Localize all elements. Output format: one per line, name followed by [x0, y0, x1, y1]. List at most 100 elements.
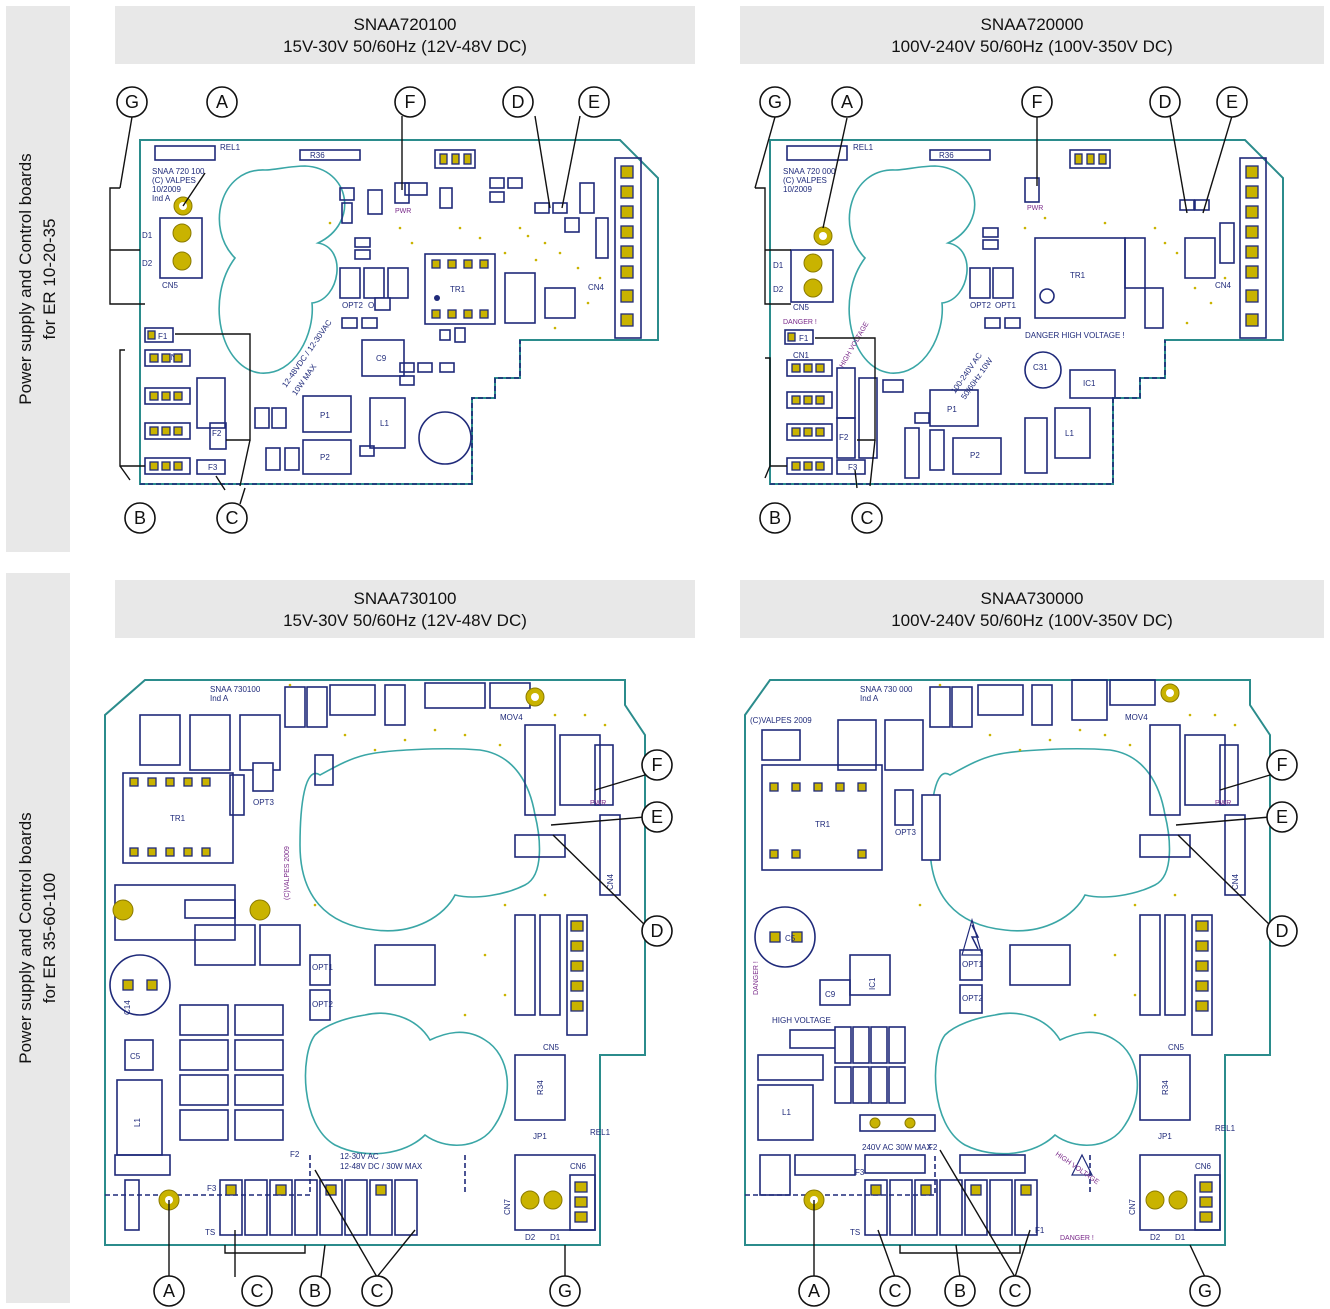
transformer-tr1	[761, 764, 883, 871]
terminal-cn5	[159, 217, 203, 279]
label-f2: F2	[290, 1150, 300, 1159]
label-p1: P1	[947, 405, 957, 414]
board-model: SNAA730000	[980, 589, 1084, 608]
label-opt2: OPT2	[342, 301, 363, 310]
callout-e: E	[641, 801, 673, 833]
mounting-cutout	[848, 165, 976, 374]
section-label-line1: Power supply and Control boards	[16, 153, 35, 405]
warning-icon	[1071, 1153, 1093, 1176]
label-r36: R36	[939, 151, 954, 160]
label-d1: D1	[142, 231, 153, 240]
label-ic1: IC1	[868, 977, 877, 990]
board-header-snaa720000: SNAA720000 100V-240V 50/60Hz (100V-350V …	[740, 6, 1324, 64]
pcb-board-snaa720000: REL1 R36 SNAA 720 000 (C) VALPES 10/2009…	[754, 86, 1284, 534]
callout-f: F	[1266, 749, 1298, 781]
callout-b: B	[124, 502, 156, 534]
silk-rating: 240V AC 30W MAX	[862, 1143, 932, 1152]
connector-cn1	[144, 349, 191, 475]
label-rel1: REL1	[220, 143, 241, 152]
svg-text:G: G	[558, 1281, 572, 1301]
label-d2: D2	[525, 1233, 536, 1242]
label-c14: C14	[123, 1000, 132, 1015]
callout-g: G	[549, 1275, 581, 1307]
label-cn4: CN4	[588, 283, 605, 292]
callout-a: A	[206, 86, 238, 118]
silk-danger-bottom: DANGER !	[1060, 1235, 1094, 1242]
label-pwr: PWR	[590, 800, 606, 807]
label-cn7: CN7	[503, 1198, 512, 1215]
mounting-cutout-lower	[934, 1012, 1139, 1155]
label-l1: L1	[1065, 429, 1074, 438]
label-opt1: OPT1	[312, 963, 333, 972]
label-ts: TS	[850, 1228, 860, 1237]
label-rel1: REL1	[853, 143, 874, 152]
board-model: SNAA730100	[353, 589, 457, 608]
label-cn4: CN4	[606, 873, 615, 890]
silk-danger: DANGER !	[783, 319, 817, 326]
label-p2: P2	[320, 453, 330, 462]
label-r36: R36	[310, 151, 325, 160]
board-spec: 15V-30V 50/60Hz (12V-48V DC)	[283, 37, 527, 56]
label-tr1: TR1	[815, 820, 831, 829]
svg-text:F: F	[1277, 755, 1288, 775]
connector-cn5	[566, 914, 588, 1036]
silk-high-voltage: HIGH VOLTAGE	[772, 1016, 831, 1025]
label-d1: D1	[550, 1233, 561, 1242]
label-tr1: TR1	[450, 285, 466, 294]
board-header-snaa730100: SNAA730100 15V-30V 50/60Hz (12V-48V DC)	[115, 580, 695, 638]
svg-text:C: C	[1009, 1281, 1022, 1301]
mounting-cutout-lower	[304, 1012, 509, 1155]
callout-f: F	[1021, 86, 1053, 118]
callout-f: F	[641, 749, 673, 781]
label-f1: F1	[158, 332, 168, 341]
callout-a: A	[831, 86, 863, 118]
silk-rating-dc: 12-48V DC / 30W MAX	[340, 1162, 423, 1171]
callout-g: G	[759, 86, 791, 118]
svg-text:C: C	[861, 508, 874, 528]
label-jp1: JP1	[1158, 1132, 1172, 1141]
callout-c: C	[999, 1275, 1031, 1307]
label-d1: D1	[1175, 1233, 1186, 1242]
label-tr1: TR1	[1070, 271, 1086, 280]
svg-text:A: A	[808, 1281, 820, 1301]
callout-c: C	[851, 502, 883, 534]
board-spec: 15V-30V 50/60Hz (12V-48V DC)	[283, 611, 527, 630]
transformer-tr1	[424, 253, 496, 325]
svg-text:G: G	[768, 92, 782, 112]
label-rel1: REL1	[590, 1128, 611, 1137]
silk-date: 10/2009	[152, 185, 181, 194]
label-cn5: CN5	[162, 281, 179, 290]
silk-copyright: (C) VALPES	[783, 176, 827, 185]
callout-b: B	[299, 1275, 331, 1307]
label-mov4: MOV4	[1125, 713, 1148, 722]
callout-d: D	[1266, 915, 1298, 947]
label-opt2: OPT2	[962, 994, 983, 1003]
label-opt2: OPT2	[312, 1000, 333, 1009]
callout-b: B	[944, 1275, 976, 1307]
svg-text:C: C	[889, 1281, 902, 1301]
label-f3: F3	[848, 463, 858, 472]
mounting-cutout-upper	[299, 748, 541, 932]
callout-e: E	[1266, 801, 1298, 833]
svg-text:B: B	[134, 508, 146, 528]
svg-text:G: G	[125, 92, 139, 112]
label-d2: D2	[142, 259, 153, 268]
callout-d: D	[641, 915, 673, 947]
label-pwr: PWR	[1027, 205, 1043, 212]
svg-text:G: G	[1198, 1281, 1212, 1301]
svg-text:C: C	[226, 508, 239, 528]
label-f1: F1	[1035, 1226, 1045, 1235]
label-f1: F1	[799, 334, 809, 343]
label-p2: P2	[970, 451, 980, 460]
svg-text:F: F	[405, 92, 416, 112]
svg-text:A: A	[216, 92, 228, 112]
board-model: SNAA720000	[980, 15, 1084, 34]
label-l1: L1	[380, 419, 389, 428]
silk-ind: Ind A	[152, 194, 171, 203]
callout-a: A	[798, 1275, 830, 1307]
silk-board-id: SNAA 720 100	[152, 167, 205, 176]
label-opt1: OPT1	[962, 960, 983, 969]
svg-text:D: D	[1276, 921, 1289, 941]
